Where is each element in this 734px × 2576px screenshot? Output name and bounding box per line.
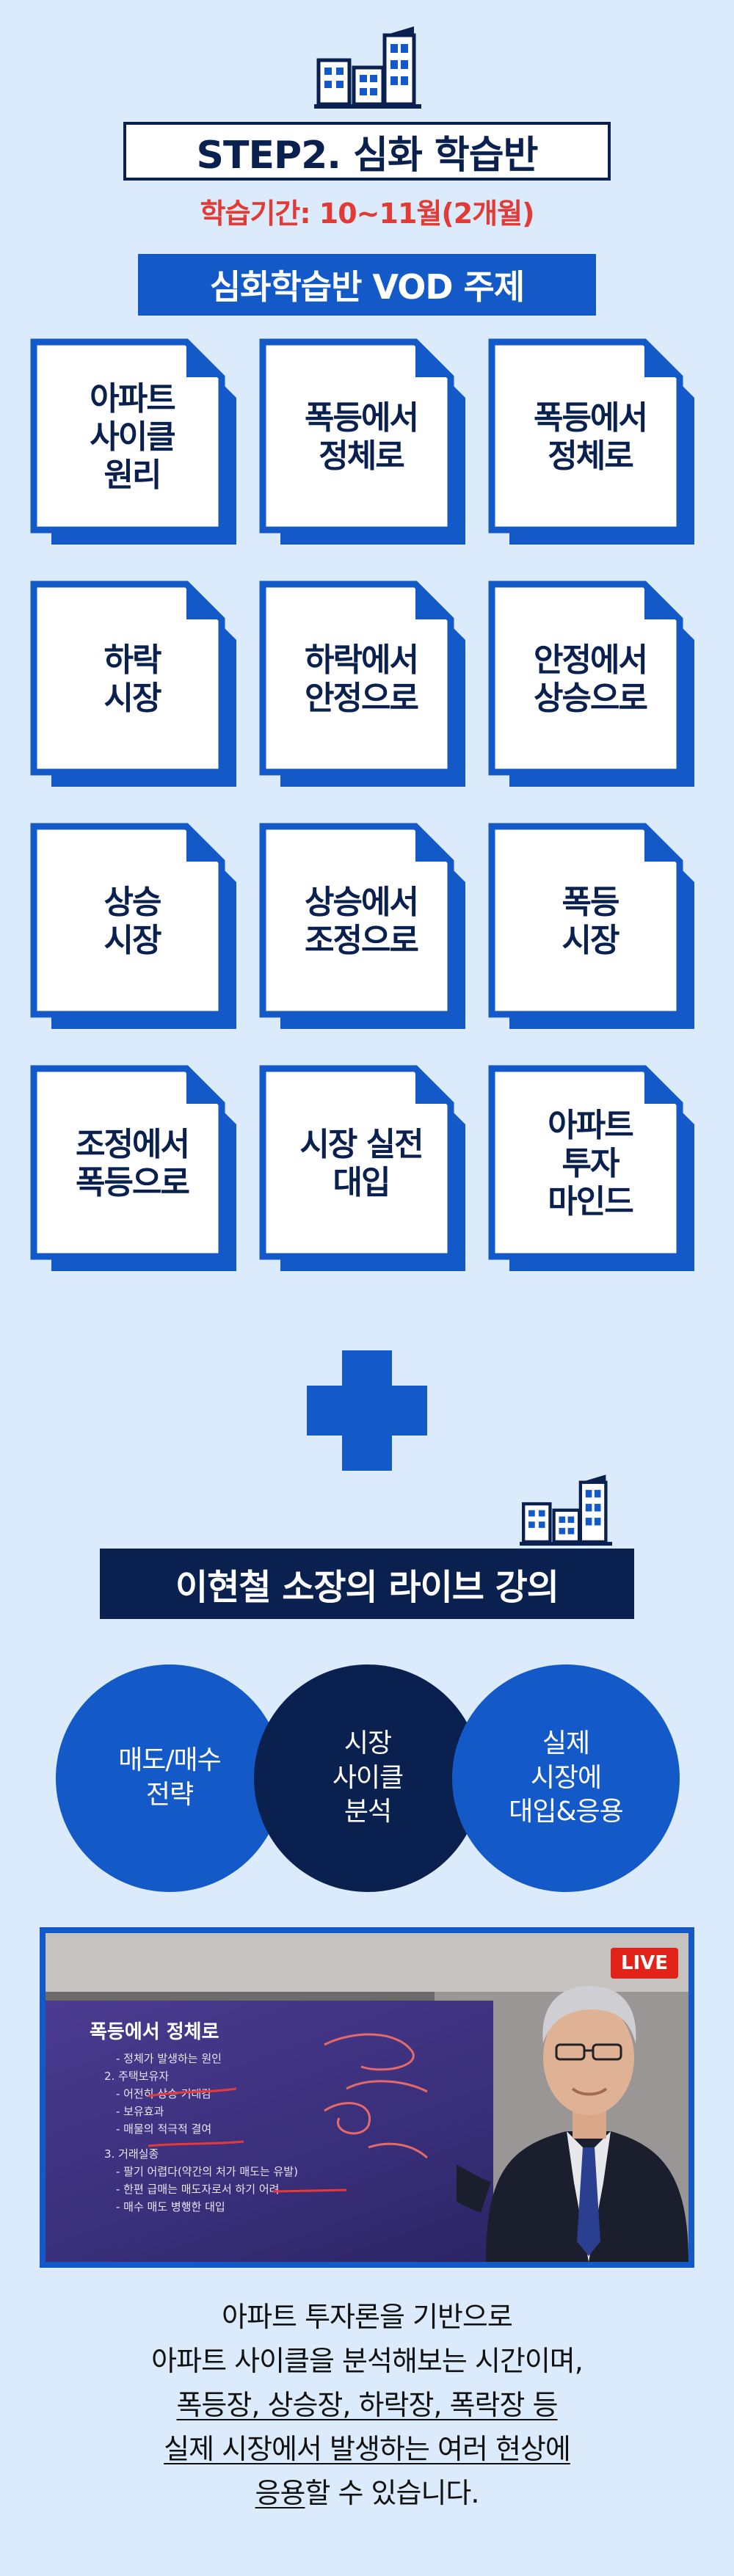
topic-card: 아파트 사이클 원리 (29, 338, 244, 550)
circle-cycle-analysis: 시장 사이클 분석 (254, 1664, 482, 1892)
topic-label: 폭등에서 정체로 (534, 399, 648, 475)
document-icon (488, 581, 694, 787)
slide-line: - 정체가 발생하는 원인 (116, 2052, 222, 2065)
description-line-2: 아파트 사이클을 분석해보는 시간이며, (151, 2345, 584, 2377)
topic-label: 하락 시장 (103, 641, 162, 717)
document-icon (488, 1065, 694, 1271)
presentation-screen (46, 2001, 493, 2262)
description-line-1: 아파트 투자론을 기반으로 (222, 2301, 513, 2333)
topic-label: 하락에서 안정으로 (305, 641, 419, 717)
description-line-3: 폭등장, 상승장, 하락장, 폭락장 등 (176, 2389, 558, 2421)
description-line-4: 실제 시장에서 발생하는 여러 현상에 (164, 2433, 571, 2465)
slide-title: 폭등에서 정체로 (90, 2021, 219, 2043)
topic-label: 상승 시장 (103, 884, 162, 959)
slide-line: - 팔기 어렵다(약간의 처가 매도는 유발) (116, 2165, 298, 2178)
building-icon-small (520, 1474, 612, 1546)
slide-line: - 매수 매도 병행한 대입 (116, 2200, 225, 2213)
live-badge: LIVE (611, 1948, 678, 1979)
document-icon (30, 581, 236, 787)
topic-label: 아파트 사이클 원리 (90, 380, 175, 494)
circle-market-application: 실제 시장에 대입&응용 (452, 1664, 680, 1892)
description-line-5-rest: 할 수 있습니다. (305, 2477, 479, 2509)
slide-line: - 한편 급매는 매도자로서 하기 어려 (116, 2183, 280, 2196)
slide-line: - 보유효과 (116, 2105, 164, 2118)
topic-card: 폭등에서 정체로 (258, 338, 473, 550)
topic-card: 상승에서 조정으로 (258, 822, 473, 1035)
document-icon (259, 823, 465, 1029)
ceiling (46, 1933, 688, 1992)
document-icon (488, 823, 694, 1029)
topic-card: 아파트 투자 마인드 (487, 1064, 702, 1277)
topic-card: 조정에서 폭등으로 (29, 1064, 244, 1277)
description-line-5: 응용할 수 있습니다. (0, 2470, 734, 2511)
document-icon (259, 338, 465, 545)
building-icon (314, 26, 421, 109)
topic-card: 하락 시장 (29, 580, 244, 793)
topic-card: 안정에서 상승으로 (487, 580, 702, 793)
document-icon (30, 1065, 236, 1271)
document-icon (259, 1065, 465, 1271)
handwriting-scribble (148, 2033, 429, 2193)
circle-trading-strategy: 매도/매수 전략 (56, 1664, 283, 1892)
topic-label: 아파트 투자 마인드 (548, 1107, 633, 1220)
topic-label: 폭등에서 정체로 (305, 399, 419, 475)
document-icon (30, 823, 236, 1029)
topic-label: 조정에서 폭등으로 (76, 1126, 190, 1201)
live-lecture-title: 이현철 소장의 라이브 강의 (100, 1549, 634, 1619)
topic-card: 시장 실전 대입 (258, 1064, 473, 1277)
topic-label: 폭등 시장 (562, 884, 620, 959)
lecturer-figure (457, 1985, 688, 2262)
topic-label: 상승에서 조정으로 (305, 884, 419, 959)
study-period: 학습기간: 10~11월(2개월) (200, 197, 535, 230)
description-underlined-word: 응용 (255, 2477, 306, 2509)
document-icon (488, 338, 694, 545)
slide-line: 3. 거래실종 (104, 2147, 159, 2161)
slide-line: - 매물의 적극적 결여 (116, 2122, 212, 2136)
topic-label: 안정에서 상승으로 (534, 641, 648, 717)
vod-topics-title: 심화학습반 VOD 주제 (138, 254, 596, 316)
document-icon (30, 338, 236, 545)
document-icon (259, 581, 465, 787)
plus-icon-bar (307, 1386, 427, 1436)
slide-line: 2. 주택보유자 (104, 2070, 170, 2083)
step-title: STEP2. 심화 학습반 (123, 122, 611, 181)
topic-card: 상승 시장 (29, 822, 244, 1035)
topic-card: 하락에서 안정으로 (258, 580, 473, 793)
topic-label: 시장 실전 대입 (299, 1126, 424, 1201)
topic-card: 폭등에서 정체로 (487, 338, 702, 550)
topic-card: 폭등 시장 (487, 822, 702, 1035)
